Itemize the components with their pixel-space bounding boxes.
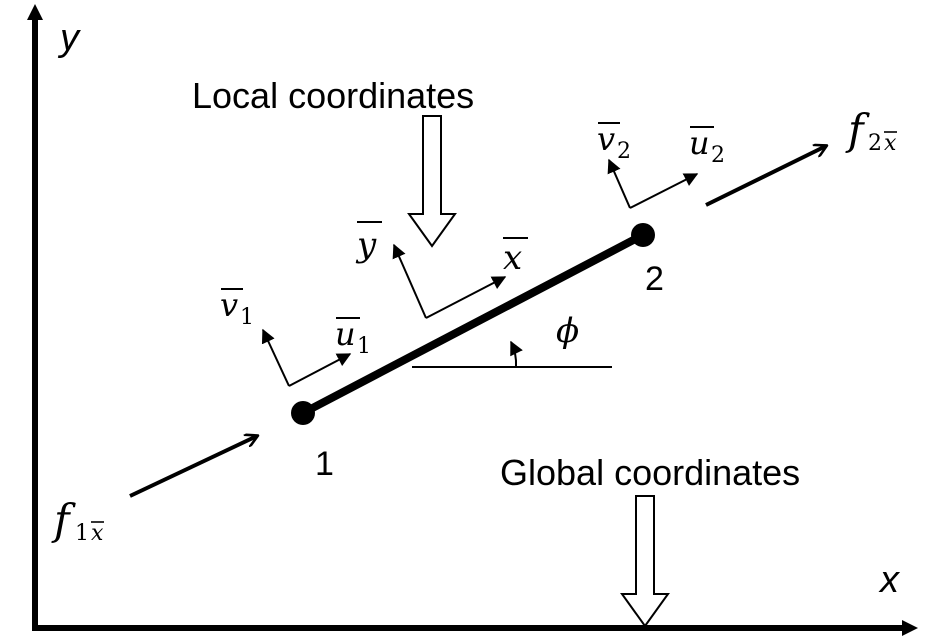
truss-element-bar	[301, 231, 645, 417]
y-axis-label: y	[57, 17, 81, 59]
node-2-dof-frame	[607, 158, 699, 209]
local-y-letter: y	[355, 225, 377, 265]
u2-label: u 2	[689, 124, 725, 168]
global-coordinates-label: Global coordinates	[500, 452, 800, 493]
force-1-arrow	[129, 436, 257, 498]
local-axis-frame	[392, 243, 507, 319]
v1-arrow	[261, 328, 290, 387]
force-2-label: f 2 x	[845, 105, 897, 156]
global-coordinates-pointer	[620, 495, 670, 628]
force-1-label: f 1 x	[51, 495, 104, 546]
u2-subscript: 2	[711, 143, 725, 168]
local-coordinates-label: Local coordinates	[192, 75, 474, 116]
v1-letter: v	[220, 286, 238, 324]
force-1-subscript-number: 1	[75, 521, 89, 546]
u2-letter: u	[689, 124, 710, 162]
angle-arc	[510, 340, 523, 368]
u1-arrow	[288, 353, 352, 387]
force-2-subscript-variable: x	[884, 131, 897, 156]
force-2-arrow	[705, 146, 826, 207]
node-1-dot	[291, 401, 315, 425]
local-y-axis-arrow	[392, 243, 427, 319]
force-1-letter: f	[51, 495, 76, 544]
v1-label: v 1	[220, 286, 254, 330]
u1-subscript: 1	[357, 334, 371, 359]
local-y-label: y	[355, 221, 382, 265]
u2-arrow	[629, 173, 699, 209]
u1-letter: u	[335, 315, 356, 353]
node-1-dof-frame	[261, 328, 352, 387]
v2-subscript: 2	[617, 139, 631, 164]
y-axis-arrowhead	[27, 4, 43, 20]
force-1-subscript-variable: x	[91, 521, 104, 546]
local-x-label: x	[503, 237, 528, 278]
v2-label: v 2	[597, 120, 631, 164]
local-coordinates-pointer	[407, 115, 457, 248]
global-axes	[27, 4, 918, 636]
v2-letter: v	[597, 120, 615, 158]
u1-label: u 1	[335, 315, 371, 359]
v1-subscript: 1	[240, 305, 254, 330]
local-x-axis-arrow	[425, 276, 507, 319]
angle-phi-label: ϕ	[556, 311, 579, 351]
force-2-letter: f	[845, 105, 870, 154]
node-2-dot	[631, 223, 655, 247]
local-x-letter: x	[503, 238, 522, 278]
force-2-subscript-number: 2	[868, 131, 882, 156]
x-axis-arrowhead	[902, 620, 918, 636]
node-1-label: 1	[315, 445, 334, 483]
node-2-label: 2	[645, 260, 664, 298]
v2-arrow	[607, 158, 631, 209]
x-axis-label: x	[878, 559, 901, 601]
